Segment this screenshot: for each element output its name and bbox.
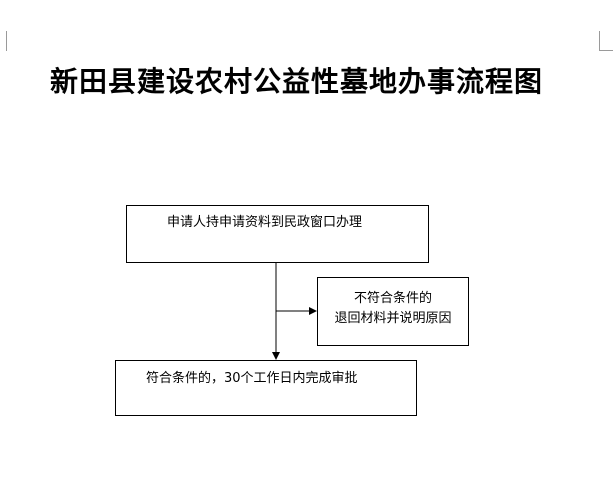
page-corner-mark-left: [0, 31, 7, 51]
step-approve-box: 符合条件的，30个工作日内完成审批: [115, 360, 417, 416]
step-apply-text: 申请人持申请资料到民政窗口办理: [167, 215, 363, 230]
page-corner-mark-right: [599, 31, 613, 51]
step-apply-box: 申请人持申请资料到民政窗口办理: [126, 205, 429, 263]
step-reject-box: 不符合条件的 退回材料并说明原因: [317, 277, 469, 346]
page-title: 新田县建设农村公益性墓地办事流程图: [49, 65, 543, 98]
step-reject-text-line2: 退回材料并说明原因: [334, 311, 452, 326]
step-approve-text: 符合条件的，30个工作日内完成审批: [146, 371, 358, 386]
step-reject-text-line1: 不符合条件的: [353, 291, 432, 306]
